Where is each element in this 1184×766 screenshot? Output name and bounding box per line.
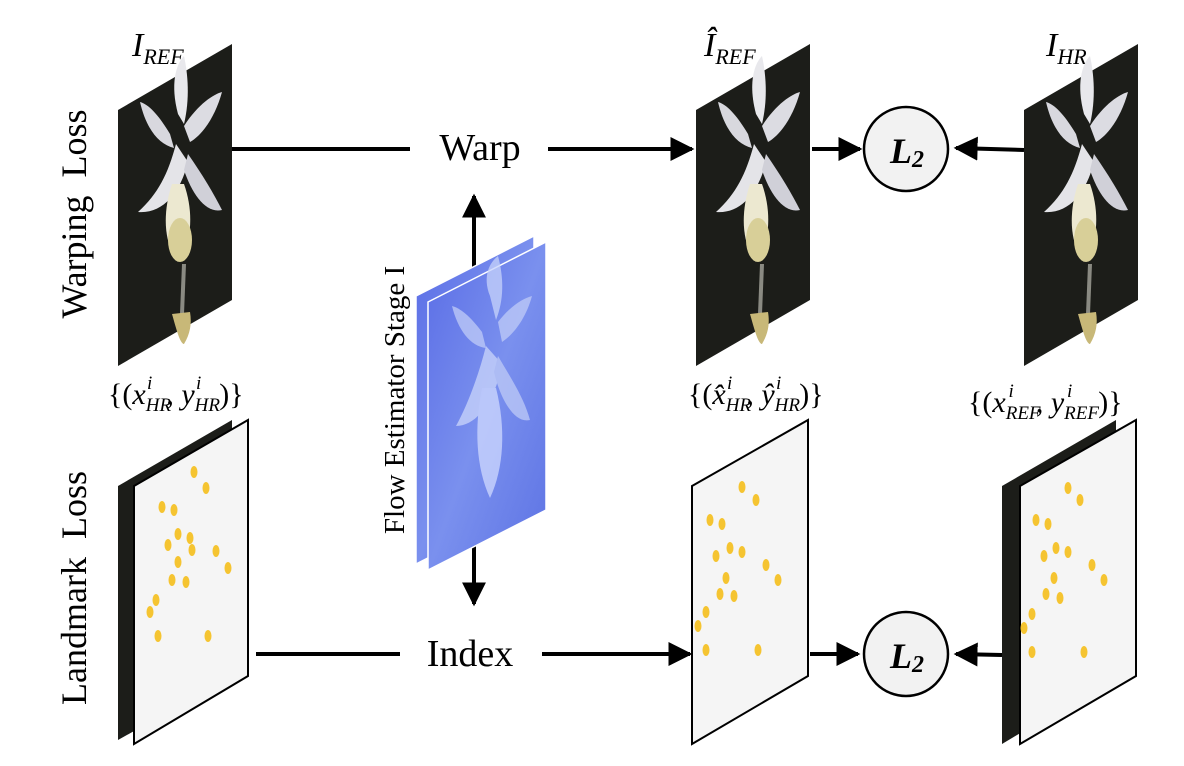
l2-node-top: L2 bbox=[862, 105, 950, 193]
landmark-sheet-hr-warped bbox=[691, 418, 809, 746]
label-i-ref-hat: ÎREF bbox=[703, 27, 756, 69]
photo-hr bbox=[1024, 44, 1138, 366]
landmarks-hr-hat-label: {(x̂HRi, ŷHRi)} bbox=[688, 373, 824, 416]
arrow-ref-sheet-to-l2-bottom bbox=[953, 642, 1003, 667]
landmark-sheet-hr bbox=[118, 418, 249, 746]
landmark-sheet-ref bbox=[1002, 418, 1137, 746]
flow-estimator-maps bbox=[415, 234, 547, 572]
svg-text:L2: L2 bbox=[889, 131, 924, 173]
op-warp: Warp bbox=[439, 127, 520, 169]
label-i-hr: IHR bbox=[1045, 27, 1087, 69]
landmarks-ref-label: {(xREFi, yREFi)} bbox=[968, 381, 1123, 424]
row-label-warping: Warping Loss bbox=[54, 109, 94, 318]
svg-text:L2: L2 bbox=[889, 636, 924, 678]
flow-estimator-label: Flow Estimator Stage I bbox=[379, 266, 411, 534]
photo-ref bbox=[118, 44, 232, 366]
row-label-landmark: Landmark Loss bbox=[54, 471, 94, 705]
landmarks-hr-label: {(xHRi, yHRi)} bbox=[108, 373, 244, 416]
op-index: Index bbox=[427, 633, 514, 675]
photo-ref-warped bbox=[696, 44, 810, 366]
l2-node-bottom: L2 bbox=[862, 610, 950, 698]
arrow-hr-to-l2-top bbox=[953, 136, 1025, 161]
label-i-ref: IREF bbox=[131, 27, 184, 69]
